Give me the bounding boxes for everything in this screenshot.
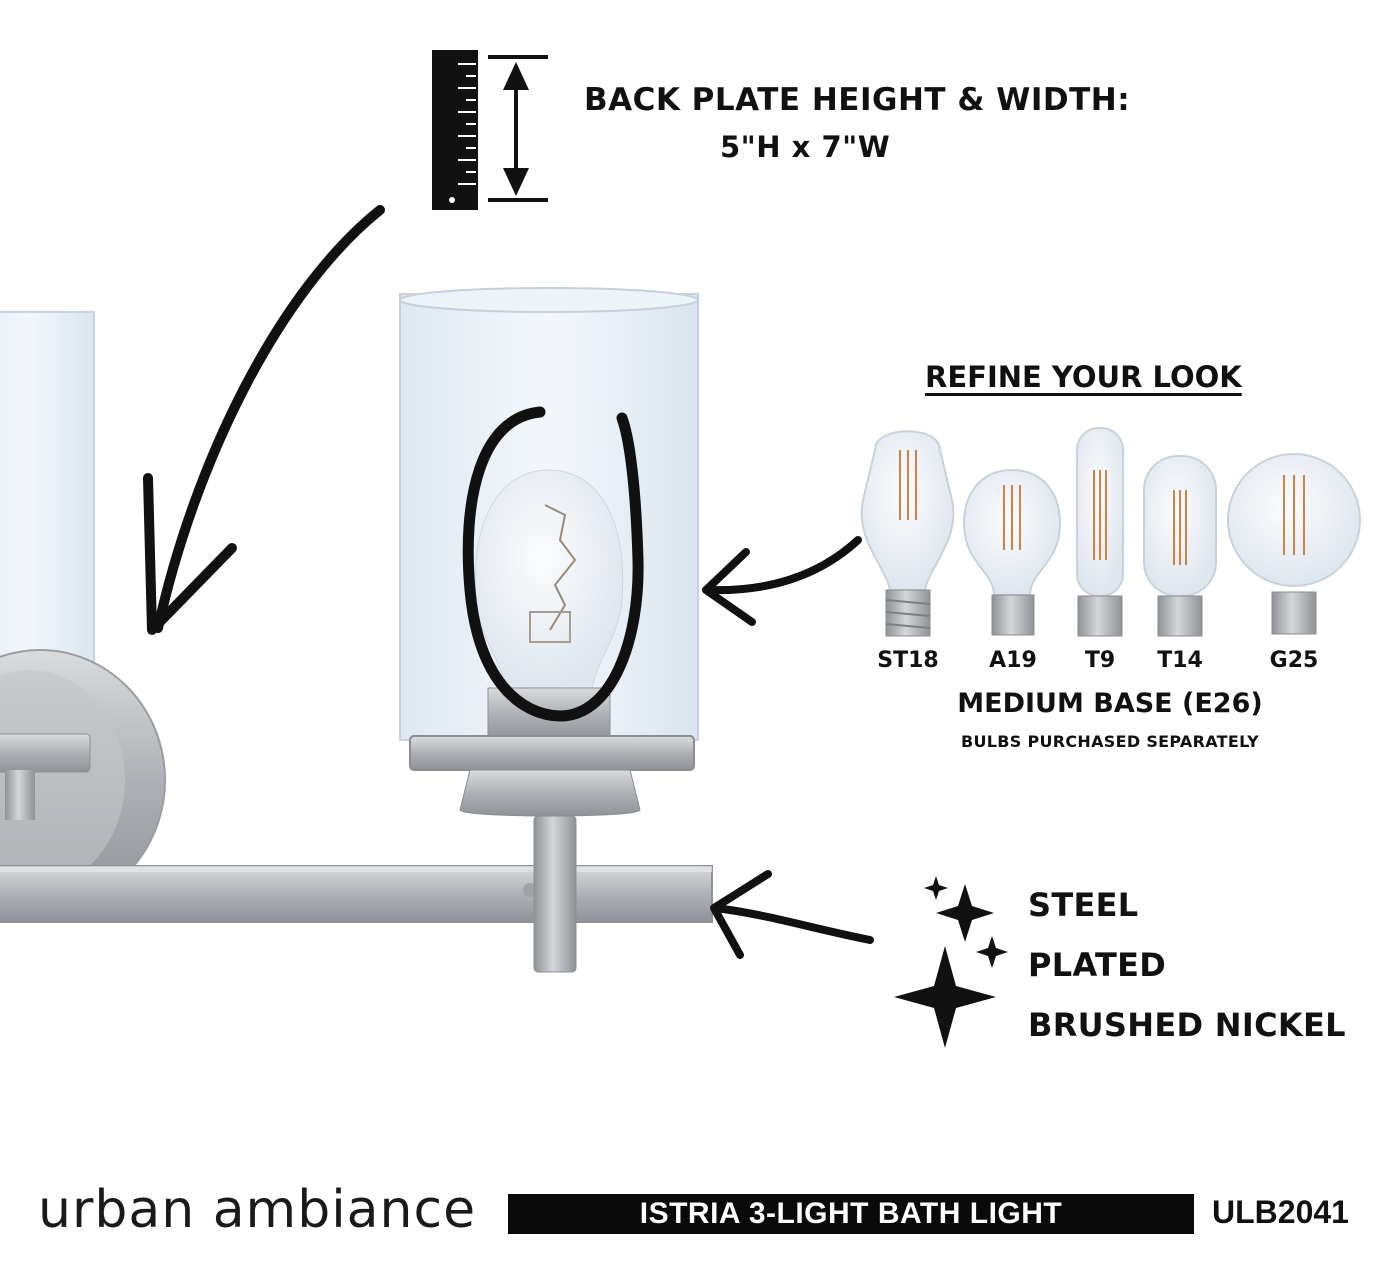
backplate-arrow <box>143 205 385 635</box>
feature-plated: PLATED <box>1028 946 1167 984</box>
base-type: MEDIUM BASE (E26) <box>957 688 1263 719</box>
ruler-icon <box>432 50 478 210</box>
a19-bulb-icon <box>963 468 1061 636</box>
feature-material: STEEL <box>1028 886 1139 924</box>
t9-bulb-icon <box>1076 427 1124 637</box>
bulb-label-t9: T9 <box>1084 648 1116 673</box>
bulb-label-g25: G25 <box>1269 648 1319 673</box>
feature-finish: BRUSHED NICKEL <box>1028 1006 1346 1044</box>
bulb-arrow <box>702 536 862 626</box>
product-name: ISTRIA 3-LIGHT BATH LIGHT <box>639 1197 1063 1230</box>
arm-arrow <box>710 870 874 959</box>
left-light-partial <box>0 311 166 911</box>
bulb-label-st18: ST18 <box>877 648 939 673</box>
height-arrow-icon <box>488 55 548 202</box>
bulb-note: BULBS PURCHASED SEPARATELY <box>960 732 1260 751</box>
bulb-lineup <box>860 427 1361 637</box>
brand-logo: urban ambiance <box>38 1180 477 1240</box>
backplate-dimensions: 5"H x 7"W <box>720 130 891 164</box>
center-light <box>399 287 699 817</box>
g25-bulb-icon <box>1227 453 1361 635</box>
fixture-stem <box>533 815 577 973</box>
bulb-label-a19: A19 <box>989 648 1037 673</box>
t14-bulb-icon <box>1143 455 1217 637</box>
st18-bulb-icon <box>860 430 955 637</box>
sparkle-icon <box>894 876 1008 1048</box>
refine-heading: REFINE YOUR LOOK <box>925 360 1242 394</box>
backplate-heading: BACK PLATE HEIGHT & WIDTH: <box>584 82 1131 118</box>
product-sku: ULB2041 <box>1212 1194 1349 1230</box>
fixture-arm <box>0 865 713 923</box>
bulb-highlight-circle <box>462 406 644 722</box>
bulb-label-t14: T14 <box>1157 648 1203 673</box>
product-name-banner: ISTRIA 3-LIGHT BATH LIGHT <box>508 1194 1194 1234</box>
